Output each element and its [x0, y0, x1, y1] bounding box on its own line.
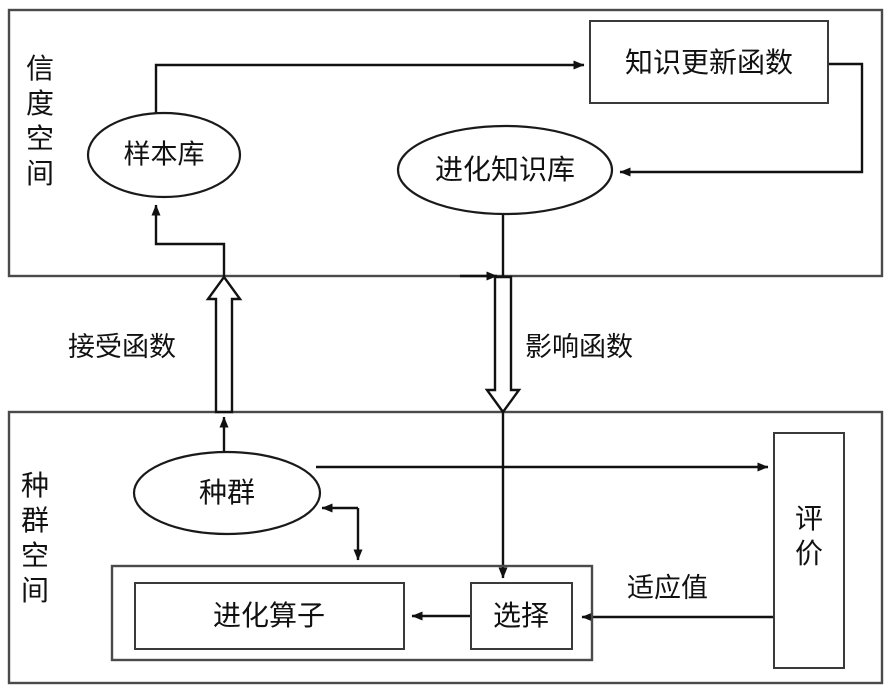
svg-text:空: 空	[26, 122, 54, 155]
svg-text:空: 空	[21, 539, 49, 572]
evolution-knowledge-base-ellipse[interactable]	[396, 124, 614, 216]
population-space-container	[7, 410, 884, 685]
svg-text:信: 信	[26, 52, 54, 85]
knowledge-update-function-box[interactable]	[589, 20, 829, 104]
evaluation-label-char-2: 价	[795, 537, 823, 570]
edge-sample-to-knowledge-update	[154, 60, 585, 131]
evolution-operator-label: 进化算子	[213, 599, 325, 632]
svg-text:间: 间	[21, 574, 49, 607]
belief-space-container	[7, 8, 884, 278]
sample-library-label: 样本库	[124, 140, 205, 171]
evolution-operator-box[interactable]	[134, 582, 405, 650]
svg-text:种: 种	[21, 469, 49, 502]
population-space-label: 种 群 空 间	[21, 469, 49, 607]
evaluation-box[interactable]	[773, 432, 845, 669]
edge-knowledge-update-to-evolution-knowledge	[619, 62, 864, 177]
svg-text:度: 度	[26, 87, 54, 120]
evolution-group-box	[110, 564, 594, 662]
influence-function-label: 影响函数	[525, 332, 633, 363]
belief-space-label: 信 度 空 间	[26, 52, 54, 190]
svg-text:群: 群	[21, 504, 49, 537]
selection-box[interactable]	[470, 582, 573, 650]
evaluation-label-char-1: 评	[795, 502, 823, 535]
knowledge-update-function-label: 知识更新函数	[625, 46, 793, 79]
population-label: 种群	[199, 476, 255, 509]
svg-text:间: 间	[26, 157, 54, 190]
sample-library-ellipse[interactable]	[86, 111, 242, 199]
population-ellipse[interactable]	[132, 450, 322, 536]
acceptance-function-block-arrow	[205, 274, 243, 414]
acceptance-function-label: 接受函数	[68, 332, 176, 363]
selection-label: 选择	[493, 599, 549, 632]
edge-acceptance-into-sample-library	[151, 204, 226, 276]
influence-function-block-arrow	[484, 275, 522, 415]
fitness-value-label: 适应值	[627, 573, 708, 604]
evolution-knowledge-base-label: 进化知识库	[435, 153, 575, 186]
